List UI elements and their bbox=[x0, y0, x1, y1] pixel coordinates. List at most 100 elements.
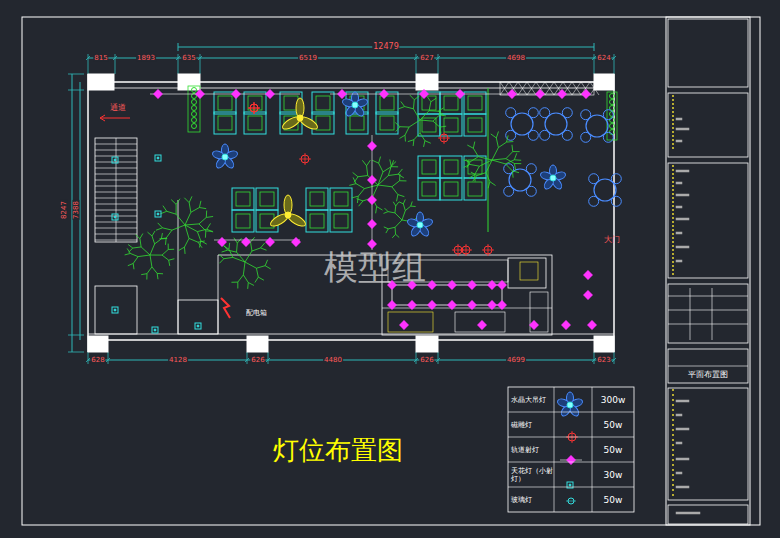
drawing-stroke bbox=[316, 116, 330, 130]
drawing-stroke bbox=[388, 227, 395, 229]
track-spot bbox=[368, 240, 376, 248]
drawing-stroke bbox=[668, 310, 748, 311]
ceiling-fan-blade bbox=[269, 212, 290, 229]
drawing-stroke bbox=[488, 244, 489, 256]
drawing-stroke bbox=[672, 127, 674, 129]
drawing-stroke bbox=[431, 98, 436, 102]
drawing-stroke bbox=[192, 124, 197, 129]
track-spot bbox=[536, 90, 544, 98]
drawing-stroke bbox=[594, 74, 614, 90]
drawing-stroke bbox=[672, 265, 674, 267]
drawing-stroke bbox=[231, 282, 237, 283]
drawing-stroke bbox=[114, 159, 116, 161]
drawing-stroke bbox=[416, 336, 438, 352]
wattage-cell: 30w bbox=[604, 471, 623, 480]
dimension-text: 4480 bbox=[323, 357, 343, 364]
drawing-stroke bbox=[512, 171, 519, 173]
drawing-stroke bbox=[506, 159, 514, 164]
drawing-stroke bbox=[676, 170, 689, 172]
drawing-stroke bbox=[388, 212, 395, 213]
drawing-stroke bbox=[668, 349, 748, 383]
drawing-stroke bbox=[178, 200, 179, 334]
track-spot bbox=[584, 271, 592, 279]
drawing-stroke bbox=[359, 201, 363, 206]
drawing-stroke bbox=[297, 115, 303, 121]
drawing-stroke bbox=[244, 112, 266, 134]
drawing-stroke bbox=[251, 242, 252, 251]
drawing-stroke bbox=[562, 108, 572, 118]
drawing-stroke bbox=[416, 54, 417, 74]
drawing-stroke bbox=[388, 174, 398, 175]
drawing-stroke bbox=[162, 255, 169, 260]
drawing-stroke bbox=[490, 182, 496, 186]
ceiling-fan-blade bbox=[281, 115, 302, 132]
drawing-stroke bbox=[414, 56, 418, 60]
drawing-stroke bbox=[498, 142, 506, 147]
drawing-stroke bbox=[397, 195, 398, 202]
drawing-stroke bbox=[414, 96, 419, 100]
drawing-stroke bbox=[265, 260, 267, 266]
legend-text: 水晶大吊灯 bbox=[511, 396, 553, 404]
drawing-stroke bbox=[676, 472, 682, 474]
drawing-stroke bbox=[197, 232, 200, 241]
drawing-stroke bbox=[306, 188, 328, 210]
drawing-stroke bbox=[676, 442, 682, 444]
drawing-stroke bbox=[207, 223, 211, 229]
drawing-stroke bbox=[444, 96, 458, 110]
drawing-stroke bbox=[68, 352, 84, 353]
drawing-stroke bbox=[169, 259, 175, 260]
drawing-stroke bbox=[603, 110, 613, 120]
drawing-stroke bbox=[316, 96, 330, 110]
drawing-stroke bbox=[473, 142, 474, 149]
drawing-stroke bbox=[100, 115, 105, 118]
drawing-stroke bbox=[176, 204, 177, 214]
drawing-stroke bbox=[496, 131, 498, 138]
drawing-stroke bbox=[418, 114, 440, 136]
drawing-stroke bbox=[672, 165, 674, 167]
drawing-stroke bbox=[672, 449, 674, 451]
drawing-stroke bbox=[68, 74, 84, 75]
drawing-stroke bbox=[440, 127, 441, 133]
drawing-stroke bbox=[488, 182, 490, 189]
drawing-stroke bbox=[438, 54, 439, 74]
drawing-stroke bbox=[312, 92, 334, 114]
drawing-stroke bbox=[466, 244, 467, 256]
drawing-stroke bbox=[136, 235, 140, 239]
drawing-stroke bbox=[676, 512, 700, 514]
drawing-stroke bbox=[185, 224, 199, 225]
drawing-stroke bbox=[464, 160, 471, 162]
drawing-stroke bbox=[133, 257, 138, 264]
drawing-stroke bbox=[247, 352, 248, 364]
drawing-stroke bbox=[334, 192, 348, 206]
dimension-text: 7388 bbox=[73, 200, 80, 220]
drawing-stroke bbox=[594, 336, 614, 352]
drawing-stroke bbox=[140, 239, 141, 247]
drawing-stroke bbox=[310, 192, 324, 206]
drawing-stroke bbox=[130, 253, 138, 256]
drawing-stroke bbox=[492, 148, 498, 160]
drawing-stroke bbox=[214, 240, 300, 241]
drawing-stroke bbox=[590, 82, 599, 95]
drawing-stroke bbox=[386, 229, 388, 233]
drawing-stroke bbox=[206, 230, 213, 231]
drawing-stroke bbox=[436, 358, 440, 362]
drawing-stroke bbox=[178, 54, 179, 74]
drawing-stroke bbox=[219, 254, 224, 258]
drawing-stroke bbox=[171, 200, 176, 205]
drawing-stroke bbox=[391, 161, 396, 166]
drawing-stroke bbox=[88, 54, 89, 74]
drawing-stroke bbox=[567, 402, 573, 408]
drawing-stroke bbox=[88, 352, 89, 364]
drawing-stroke bbox=[409, 120, 420, 127]
drawing-stroke bbox=[133, 247, 141, 248]
drawing-stroke bbox=[479, 160, 492, 166]
drawing-stroke bbox=[550, 175, 556, 181]
drawing-stroke bbox=[150, 255, 152, 267]
drawing-stroke bbox=[672, 434, 674, 436]
drawing-stroke bbox=[254, 102, 255, 114]
track-spot bbox=[368, 176, 376, 184]
drawing-stroke bbox=[672, 229, 674, 231]
drawing-stroke bbox=[469, 175, 475, 179]
drawing-stroke bbox=[280, 112, 302, 134]
